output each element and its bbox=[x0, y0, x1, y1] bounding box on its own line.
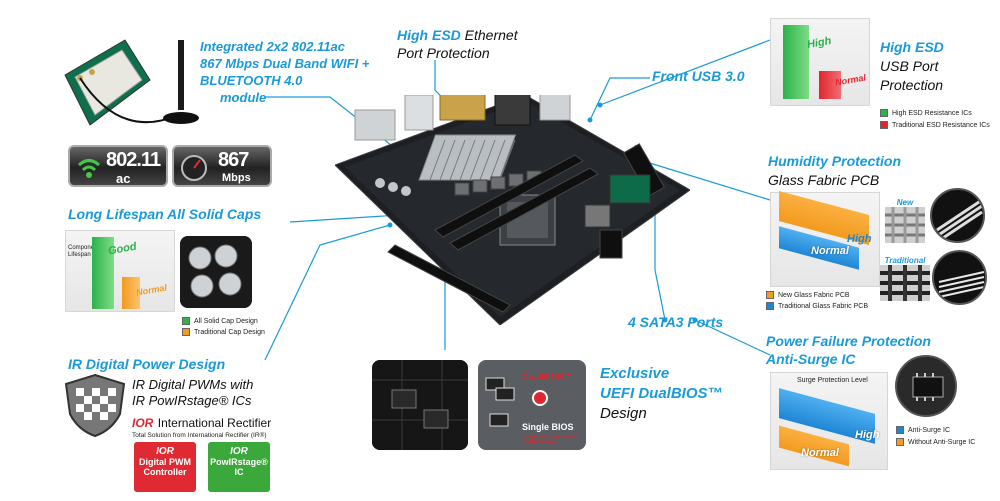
ir-logo: IOR bbox=[132, 416, 154, 430]
bios-chips-icon bbox=[485, 377, 515, 427]
international-rectifier-brand: IOR International Rectifier Total Soluti… bbox=[132, 414, 271, 439]
ir-power-lines: IR Digital PWMs with IR PowIRstage® ICs bbox=[132, 377, 254, 408]
pcb-traditional-fibers bbox=[932, 250, 987, 305]
ir-brand-tag: Total Solution from International Rectif… bbox=[132, 432, 267, 439]
solid-caps-axis-label: Component Lifespan bbox=[68, 245, 100, 258]
solid-caps-legend-1: All Solid Cap Design bbox=[182, 316, 265, 327]
wifi-card-photo bbox=[60, 30, 200, 130]
solid-caps-legend: All Solid Cap Design Traditional Cap Des… bbox=[182, 316, 265, 338]
solid-caps-legend-2: Traditional Cap Design bbox=[182, 327, 265, 338]
surge-bar-normal-label: Normal bbox=[801, 447, 839, 459]
motherboard-image bbox=[335, 95, 690, 325]
esd-ethernet-title: High ESD Ethernet Port Protection bbox=[397, 27, 518, 61]
wifi-signal-icon bbox=[77, 159, 101, 178]
solid-caps-title: Long Lifespan All Solid Caps bbox=[68, 206, 262, 222]
solid-caps-bar-normal-label: Normal bbox=[135, 282, 168, 298]
dualbios-diagram: DualBIOS™ Single BIOS Single BIOS May Re… bbox=[478, 360, 586, 450]
front-usb-title: Front USB 3.0 bbox=[652, 68, 745, 84]
solid-caps-chart: Component Lifespan Good Normal bbox=[65, 230, 175, 312]
surge-legend-1: Anti-Surge IC bbox=[896, 425, 975, 437]
surge-title: Power Failure Protection Anti-Surge IC bbox=[766, 333, 931, 367]
anti-surge-ic-photo bbox=[895, 355, 957, 417]
badge-ac-label: ac bbox=[116, 171, 131, 186]
esd-usb-bar-high bbox=[783, 25, 809, 99]
bios-chip-photo bbox=[372, 360, 468, 450]
pcb-new-weave bbox=[885, 207, 925, 243]
surge-axis-label: Surge Protection Level bbox=[797, 377, 868, 384]
ir-power-title: IR Digital Power Design bbox=[68, 356, 226, 372]
esd-usb-legend: High ESD Resistance ICs Traditional ESD … bbox=[880, 108, 990, 132]
badge-867-mbps: 867 Mbps bbox=[172, 145, 272, 187]
single-bios-label: Single BIOS bbox=[522, 422, 574, 432]
badge-mbps-label: Mbps bbox=[222, 172, 251, 184]
humidity-legend-1: New Glass Fabric PCB bbox=[766, 290, 868, 301]
badge-802-11ac: 802.11 ac bbox=[68, 145, 168, 187]
ir-powirstage-box: IOR PowIRstage® IC bbox=[208, 442, 270, 492]
single-bios-note: Single BIOS May Require Factory Repair bbox=[524, 434, 578, 444]
checkered-shield-icon bbox=[64, 373, 126, 438]
pcb-new-fibers bbox=[930, 188, 985, 243]
humidity-title: Humidity Protection Glass Fabric PCB bbox=[768, 153, 902, 188]
solid-caps-bar-normal bbox=[122, 277, 140, 309]
surge-bar-high-label: High bbox=[855, 429, 880, 441]
esd-usb-title: High ESD USB Port Protection bbox=[880, 39, 944, 93]
humidity-legend-2: Traditional Glass Fabric PCB bbox=[766, 301, 868, 312]
pcb-traditional-weave bbox=[880, 265, 930, 301]
wifi-title: Integrated 2x2 802.11ac 867 Mbps Dual Ba… bbox=[200, 39, 370, 105]
speedometer-icon bbox=[181, 155, 207, 181]
dualbios-title: Exclusive UEFI DualBIOS™ Design bbox=[600, 365, 723, 422]
ir-digital-pwm-box: IOR Digital PWM Controller bbox=[134, 442, 196, 492]
pcb-new-closeup: New bbox=[885, 198, 925, 246]
surge-legend: Anti-Surge IC Without Anti-Surge IC bbox=[896, 425, 975, 449]
surge-legend-2: Without Anti-Surge IC bbox=[896, 437, 975, 449]
badge-867-number: 867 bbox=[218, 149, 249, 171]
humidity-bar-high-label: High bbox=[847, 233, 872, 245]
humidity-chart: High Normal bbox=[770, 190, 880, 287]
solid-caps-bar-good bbox=[92, 237, 114, 309]
surge-chart: Surge Protection Level High Normal bbox=[770, 372, 888, 470]
dualbios-label: DualBIOS™ bbox=[522, 372, 573, 382]
esd-usb-legend-2: Traditional ESD Resistance ICs bbox=[880, 120, 990, 132]
esd-usb-bar-normal bbox=[819, 71, 841, 99]
esd-usb-bar-high-label: High bbox=[806, 34, 833, 52]
pcb-new-label: New bbox=[896, 198, 914, 207]
sata-title: 4 SATA3 Ports bbox=[628, 314, 724, 330]
pcb-traditional-label: Traditional bbox=[884, 256, 926, 265]
badge-802-11-number: 802.11 bbox=[106, 149, 161, 171]
ir-brand-name: International Rectifier bbox=[157, 416, 272, 430]
humidity-bar-normal-label: Normal bbox=[811, 245, 849, 257]
esd-usb-legend-1: High ESD Resistance ICs bbox=[880, 108, 990, 120]
solid-caps-photo bbox=[180, 236, 252, 308]
esd-usb-chart: High Normal bbox=[770, 18, 870, 106]
humidity-legend: New Glass Fabric PCB Traditional Glass F… bbox=[766, 290, 868, 312]
pcb-traditional-closeup: Traditional bbox=[880, 256, 930, 304]
bios-warning-icon bbox=[532, 390, 548, 406]
